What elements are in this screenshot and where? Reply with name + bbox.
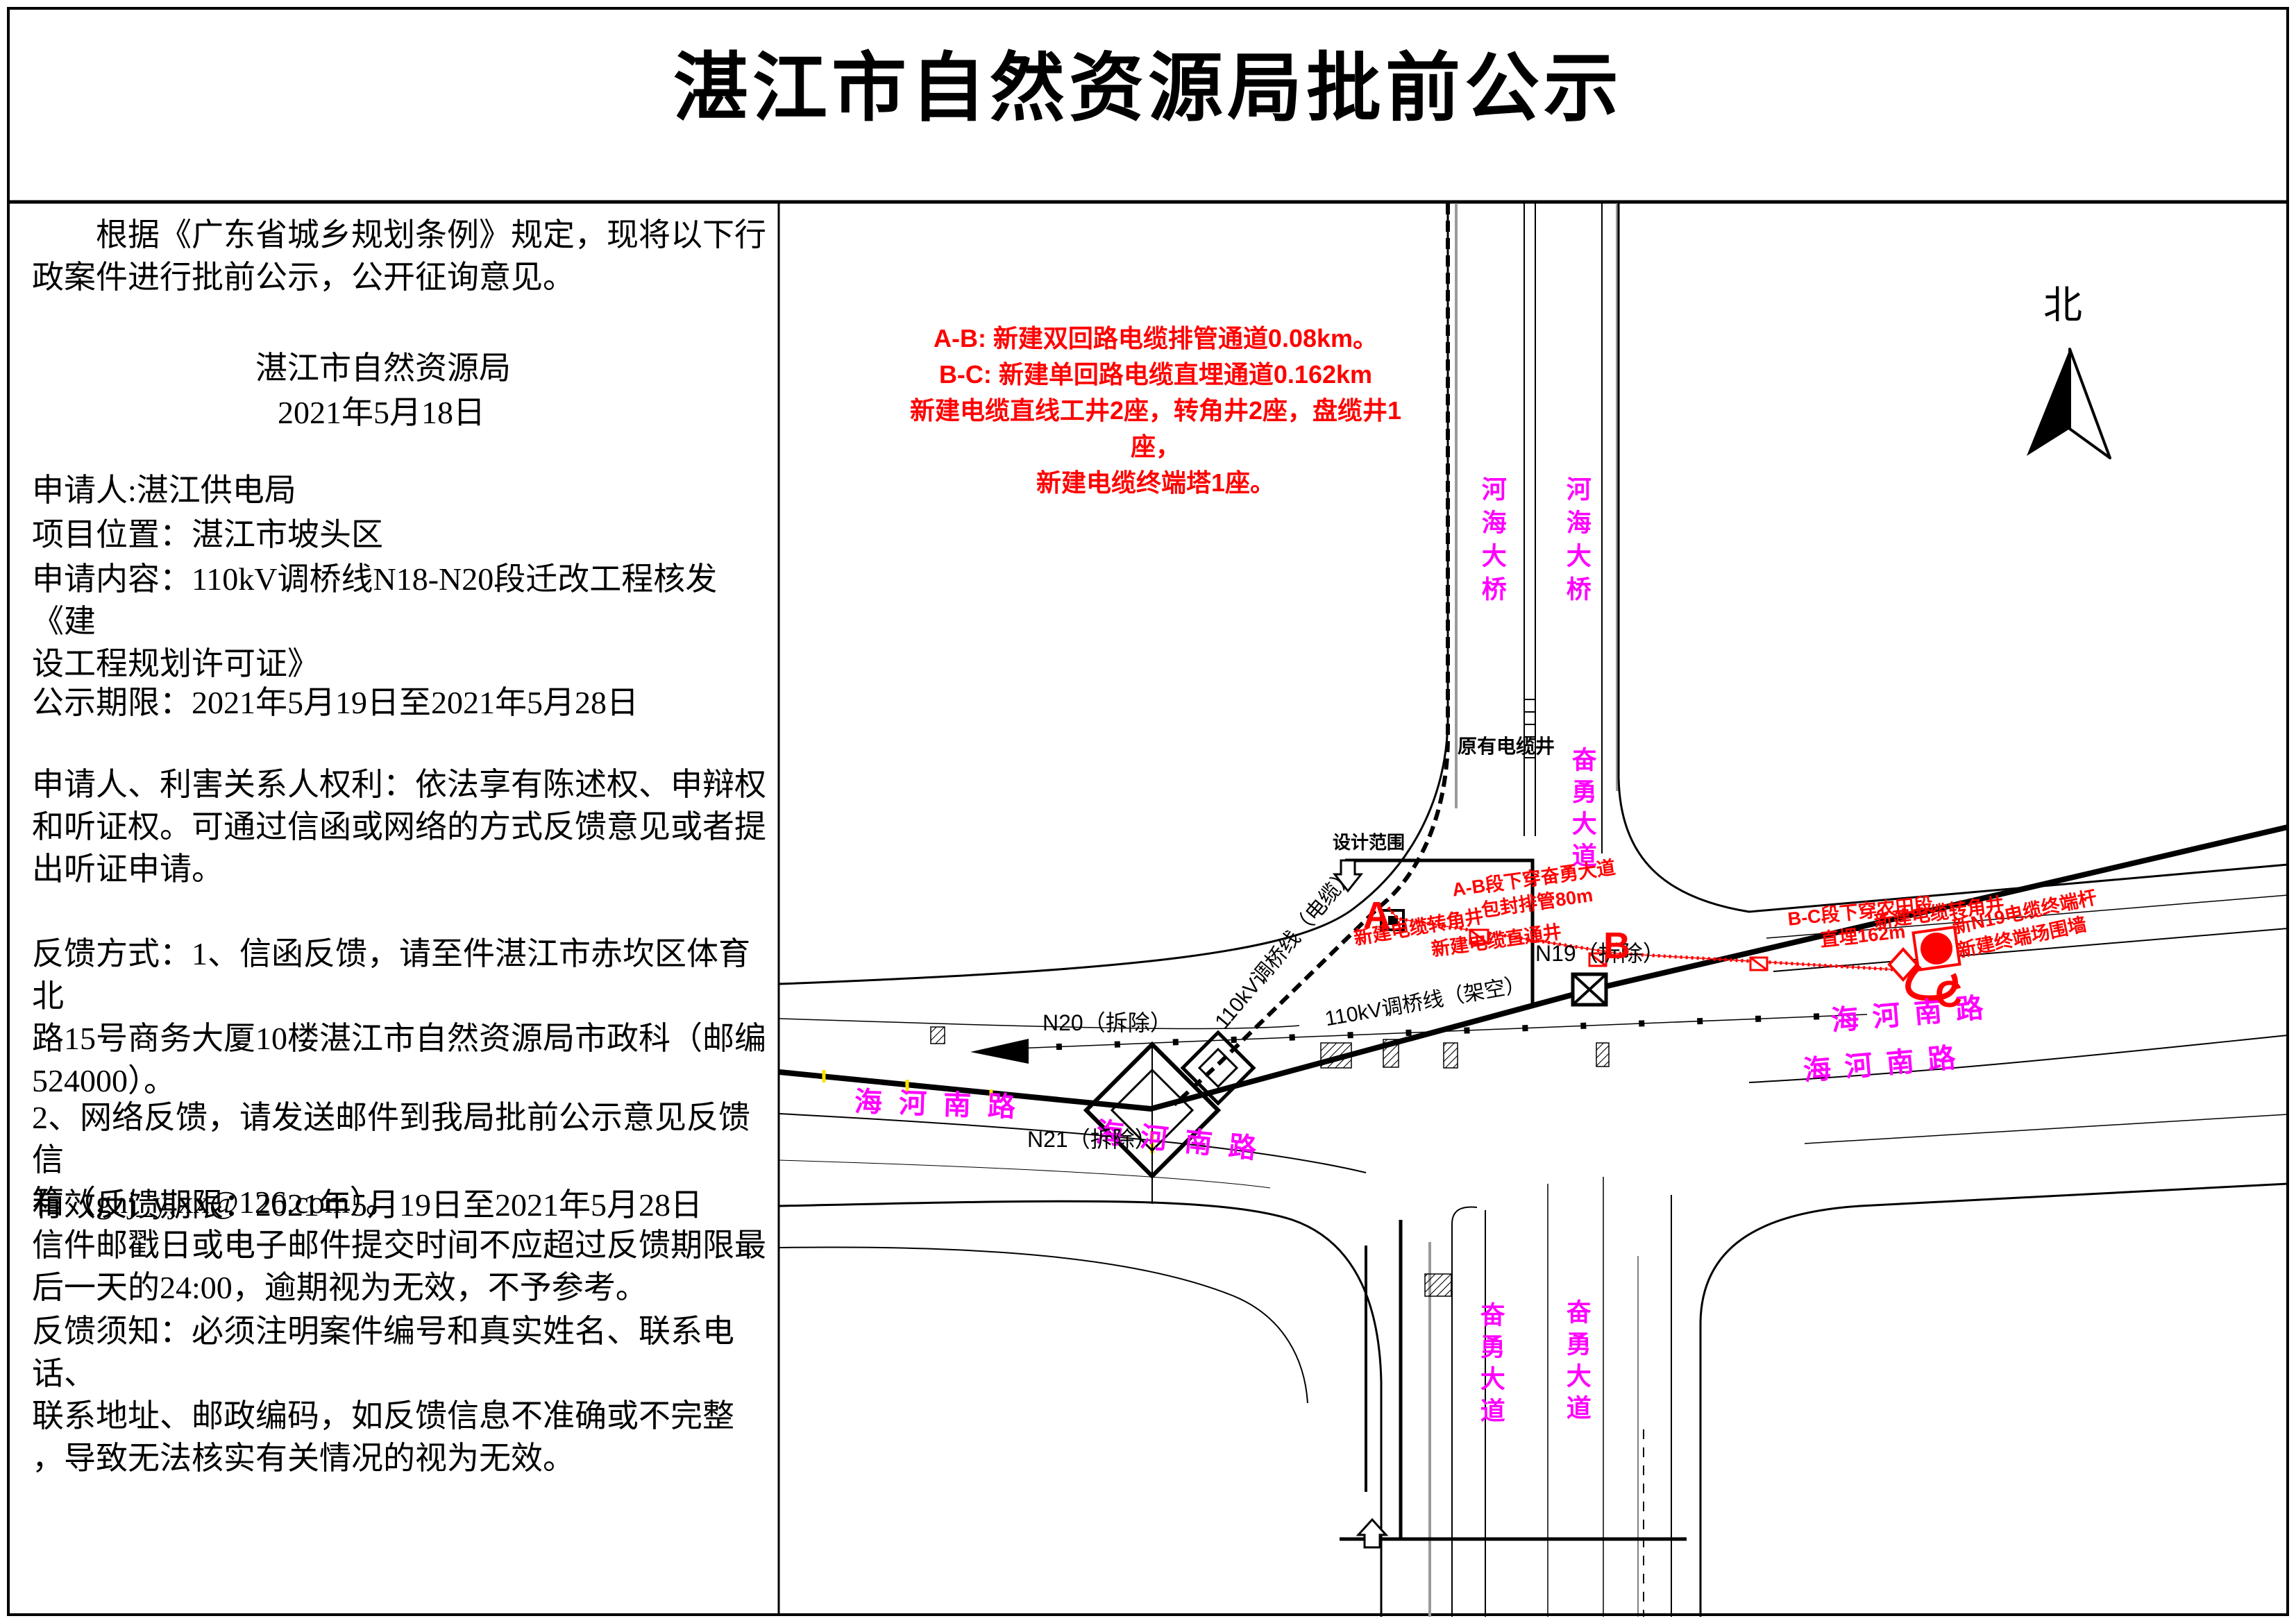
new-cable-wells bbox=[1469, 928, 1769, 971]
label-tower-n19: N19（拆除） bbox=[1535, 941, 1665, 966]
road-network bbox=[779, 203, 2288, 1617]
point-label-c: C bbox=[1935, 974, 1962, 1015]
existing-overhead-line bbox=[779, 824, 2288, 1112]
road-arrow-marking bbox=[970, 1039, 1029, 1064]
notice-issuer: 湛江市自然资源局 bbox=[255, 350, 511, 386]
road-label-haihe-west-1: 海河南路 bbox=[854, 1086, 1033, 1123]
removed-line-section bbox=[997, 1011, 1868, 1053]
notice-deadline-note: 信件邮戳日或电子邮件提交时间不应超过反馈期限最 后一天的24:00，逾期视为无效… bbox=[32, 1227, 766, 1305]
notice-intro: 根据《广东省城乡规划条例》规定，现将以下行 政案件进行批前公示，公开征询意见。 bbox=[32, 217, 766, 295]
point-label-a: A bbox=[1363, 894, 1390, 936]
north-label: 北 bbox=[2043, 283, 2082, 327]
tower-n19-symbol bbox=[1571, 972, 1608, 1007]
road-label-fenyong-south-1: 奋勇大道 bbox=[1476, 1302, 1505, 1429]
label-line-overhead: 110kV调桥线（架空） bbox=[1323, 973, 1528, 1031]
road-label-haihe-east-2: 海河南路 bbox=[1802, 1042, 1971, 1087]
label-tower-n20: N20（拆除） bbox=[1043, 1010, 1172, 1035]
scope-arrow-down-icon bbox=[1332, 859, 1364, 893]
bridge-label-hehai-1: 河海大桥 bbox=[1478, 476, 1507, 609]
scope-arrow-up-icon bbox=[1356, 1518, 1389, 1549]
bridge-label-hehai-2: 河海大桥 bbox=[1562, 476, 1592, 609]
terminal-pole-c-symbol bbox=[1887, 925, 1961, 1001]
notice-content: 申请内容：110kV调桥线N18-N20段迁改工程核发《建 设工程规划许可证》 bbox=[32, 561, 718, 681]
notice-rights: 申请人、利害关系人权利：依法享有陈述权、申辩权 和听证权。可通过信函或网络的方式… bbox=[32, 767, 766, 887]
point-label-b: B bbox=[1603, 925, 1630, 967]
road-label-haihe-east-1: 海河南路 bbox=[1830, 992, 1999, 1037]
road-label-fenyong-mid: 奋勇大道 bbox=[1568, 747, 1597, 874]
notice-feedback-notes: 反馈须知：必须注明案件编号和真实姓名、联系电话、 联系地址、邮政编码，如反馈信息… bbox=[32, 1314, 734, 1476]
notice-location: 项目位置：湛江市坡头区 bbox=[32, 517, 383, 552]
tower-n20-symbol bbox=[1180, 1030, 1256, 1106]
design-scope-boundary bbox=[1340, 858, 1687, 1541]
page-title: 湛江市自然资源局批前公示 bbox=[673, 48, 1623, 130]
notice-feedback-mail: 反馈方式：1、信函反馈，请至件湛江市赤坎区体育北 路15号商务大厦10楼湛江市自… bbox=[32, 936, 766, 1098]
page-frame bbox=[7, 7, 2289, 1616]
notice-applicant: 申请人:湛江供电局 bbox=[32, 473, 296, 508]
road-label-fenyong-south-2: 奋勇大道 bbox=[1562, 1299, 1592, 1427]
notice-issue-date: 2021年5月18日 bbox=[278, 395, 485, 430]
north-arrow-icon bbox=[2027, 348, 2111, 459]
notice-publicity-period: 公示期限：2021年5月19日至2021年5月28日 bbox=[32, 685, 639, 720]
label-tower-n21: N21（拆除） bbox=[1027, 1127, 1157, 1152]
tower-n21-symbol bbox=[1083, 1041, 1222, 1204]
note-ab-crossing: A-B段下穿奋勇大道 包封排管80m bbox=[1451, 856, 1617, 921]
notice-text-column: 根据《广东省城乡规划条例》规定，现将以下行 政案件进行批前公示，公开征询意见。 … bbox=[32, 0, 777, 1623]
cable-work-legend: A-B: 新建双回路电缆排管通道0.08km。 B-C: 新建单回路电缆直埋通道… bbox=[909, 324, 1402, 497]
existing-cable-line bbox=[1172, 203, 1450, 1107]
label-design-scope: 设计范围 bbox=[1333, 832, 1406, 853]
notice-feedback-online: 2、网络反馈，请发送邮件到我局批前公示意见反馈信 箱（ghj_yjxx@126.… bbox=[32, 1100, 750, 1220]
label-existing-cable-well: 原有电缆井 bbox=[1458, 736, 1555, 757]
notice-feedback-period: 有效反馈期限：2021年5月19日至2021年5月28日 bbox=[32, 1187, 702, 1223]
